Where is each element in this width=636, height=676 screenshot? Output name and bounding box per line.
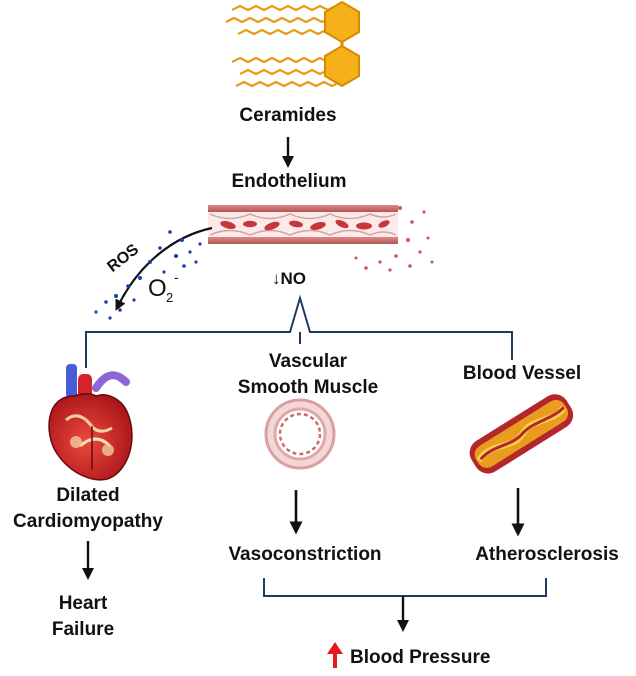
increase-arrow-icon: [327, 642, 343, 668]
heart-icon: [48, 364, 133, 481]
dilated-cardiomyopathy-label: Dilated Cardiomyopathy: [13, 485, 163, 532]
ros-arrow: [115, 226, 213, 311]
ceramide-molecule-icon: [225, 0, 360, 88]
ros-label: ROS: [104, 241, 142, 276]
red-blood-cells: [220, 219, 390, 231]
vascular-smooth-muscle-label: Vascular Smooth Muscle: [237, 351, 379, 398]
ceramides-label: Ceramides: [239, 105, 337, 126]
vascular-ring-icon: [264, 398, 336, 470]
bottom-bracket: [263, 578, 547, 597]
blood-pressure-label: Blood Pressure: [350, 647, 491, 668]
decrease-arrow-icon: ↓: [272, 269, 281, 288]
blood-vessel-label: Blood Vessel: [462, 363, 582, 384]
svg-text:2: 2: [166, 290, 173, 305]
atherosclerosis-vessel-icon: [469, 394, 574, 474]
svg-text:O: O: [148, 275, 167, 302]
atherosclerosis-label: Atherosclerosis: [475, 544, 619, 565]
no-label: ↓NO: [272, 269, 306, 288]
heart-failure-label: Heart Failure: [51, 593, 115, 640]
endothelium-vessel-icon: [208, 205, 434, 272]
svg-text:-: -: [174, 269, 179, 285]
superoxide-label: O 2 -: [148, 269, 179, 305]
ros-dots: [94, 230, 202, 320]
vasoconstriction-label: Vasoconstriction: [228, 544, 382, 565]
endothelium-label: Endothelium: [231, 171, 347, 192]
